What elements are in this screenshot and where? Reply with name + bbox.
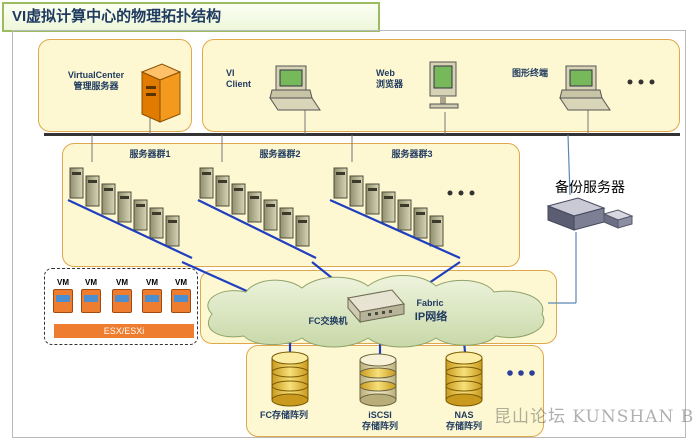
server-unit-slot (152, 212, 161, 215)
server-unit-icon (397, 199, 412, 231)
server-unit-slot (218, 180, 227, 183)
server-unit-icon (413, 207, 428, 239)
server-unit-slot (298, 220, 307, 223)
server-unit-slot (72, 172, 81, 175)
server-unit-slot (250, 196, 259, 199)
server-unit-icon (69, 167, 84, 199)
nas-storage-label: NAS 存储阵列 (445, 410, 482, 431)
server-unit-icon (279, 207, 294, 239)
server-unit-icon (117, 191, 132, 223)
vm-item: VM (52, 278, 74, 313)
server-unit-slot (384, 196, 393, 199)
virtualcenter-label: VirtualCenter 管理服务器 (67, 70, 125, 91)
server-group-1-label: 服务器群1 (129, 149, 171, 159)
lan-bus (44, 133, 680, 136)
server-unit-slot (336, 172, 345, 175)
iscsi-storage-label: iSCSI 存储阵列 (361, 410, 398, 431)
more-clients-icon (627, 79, 655, 85)
server-unit-icon (333, 167, 348, 199)
fc-switch-label: FC交换机 (308, 316, 348, 326)
server-unit-slot (104, 188, 113, 191)
server-unit-slot (416, 212, 425, 215)
server-unit-icon (429, 215, 444, 247)
backup-server-icon (546, 197, 634, 231)
server-rack-group-3 (333, 167, 444, 247)
server-unit-icon (365, 183, 380, 215)
nas-storage-array-icon (445, 351, 483, 407)
vm-item: VM (80, 278, 102, 313)
server-unit-icon (215, 175, 230, 207)
server-unit-slot (168, 220, 177, 223)
server-unit-icon (263, 199, 278, 231)
more-servers-icon (447, 190, 475, 196)
server-unit-icon (349, 175, 364, 207)
server-unit-icon (149, 207, 164, 239)
fabric-label: Fabric (416, 298, 444, 308)
web-browser-label: Web 浏览器 (376, 68, 404, 89)
server-group-2-label: 服务器群2 (259, 149, 301, 159)
desktop-computer-icon-vi-client (269, 65, 321, 111)
fc-storage-label: FC存储阵列 (260, 410, 308, 420)
vm-item: VM (141, 278, 163, 313)
server-group-3-label: 服务器群3 (391, 149, 433, 159)
ip-network-label: IP网络 (414, 311, 448, 323)
fc-storage-array-icon (271, 351, 309, 407)
server-unit-icon (247, 191, 262, 223)
server-unit-icon (199, 167, 214, 199)
server-unit-slot (368, 188, 377, 191)
iscsi-storage-array-icon (359, 353, 397, 407)
desktop-computer-icon-terminal (559, 65, 611, 111)
vm-item: VM (170, 278, 192, 313)
backup-server-label: 备份服务器 (555, 179, 625, 195)
server-unit-icon (165, 215, 180, 247)
esx-hypervisor-bar: ESX/ESXi (54, 324, 194, 338)
graphic-terminal-label: 图形终端 (512, 68, 549, 78)
server-unit-slot (352, 180, 361, 183)
server-unit-icon (133, 199, 148, 231)
vi-client-label: VI Client (226, 68, 252, 89)
server-unit-icon (101, 183, 116, 215)
server-unit-slot (266, 204, 275, 207)
server-unit-icon (231, 183, 246, 215)
server-unit-slot (400, 204, 409, 207)
server-unit-icon (295, 215, 310, 247)
server-unit-slot (432, 220, 441, 223)
fc-switch-icon (347, 289, 405, 324)
server-unit-slot (88, 180, 97, 183)
diagram-frame (12, 30, 686, 438)
server-unit-slot (202, 172, 211, 175)
server-rack-group-1 (69, 167, 180, 247)
terminal-computer-icon-web (429, 61, 459, 109)
more-storage-icon (507, 370, 535, 376)
server-unit-slot (282, 212, 291, 215)
server-unit-slot (136, 204, 145, 207)
watermark: 昆山论坛 KUNSHAN BBS (494, 407, 695, 427)
orange-server-tower-icon (140, 63, 182, 123)
server-unit-slot (120, 196, 129, 199)
page-title: VI虚拟计算中心的物理拓扑结构 (2, 2, 380, 32)
vm-item: VM (111, 278, 133, 313)
server-rack-group-2 (199, 167, 310, 247)
server-unit-icon (85, 175, 100, 207)
server-unit-slot (234, 188, 243, 191)
server-unit-icon (381, 191, 396, 223)
